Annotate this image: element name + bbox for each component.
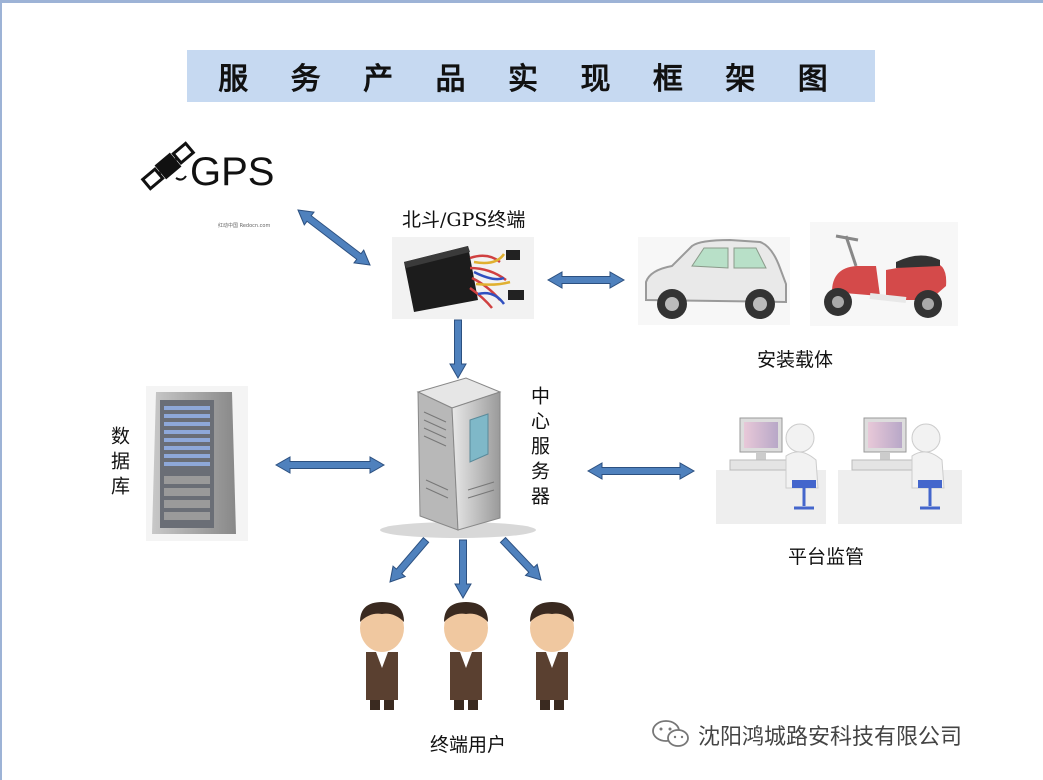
user-icon-2 — [444, 602, 488, 710]
company-watermark: 沈阳鸿城路安科技有限公司 — [698, 725, 963, 750]
terminal-label: 北斗/GPS终端 — [402, 209, 526, 231]
server-label: 中心服务器 — [528, 386, 550, 511]
arrow-terminal-server — [449, 319, 467, 380]
user-icon-1 — [360, 602, 404, 710]
workstation-icon-1 — [716, 417, 826, 524]
gps-terminal-device-icon — [392, 237, 534, 319]
arrow-server-user-1 — [389, 537, 430, 583]
arrow-server-user-2 — [454, 539, 472, 600]
arrow-gps-terminal — [297, 209, 371, 266]
gps-image-caption: 红动中国 Redocn.com — [218, 223, 271, 229]
workstation-icon-2 — [838, 417, 962, 524]
arrow-server-platform — [586, 462, 696, 480]
database-label: 数据库 — [108, 426, 130, 501]
slide-top-border — [0, 0, 1043, 3]
carriers-label: 安装载体 — [757, 349, 834, 371]
slide-left-border — [0, 0, 2, 780]
page-title: 服 务 产 品 实 现 框 架 图 — [218, 62, 844, 97]
arrow-database-server — [274, 456, 386, 474]
wechat-logo-icon — [652, 720, 689, 747]
arrow-terminal-carriers — [546, 271, 626, 289]
central-server-icon — [380, 377, 536, 538]
user-icon-3 — [530, 602, 574, 710]
gps-label: GPS — [190, 150, 275, 194]
platform-label: 平台监管 — [788, 546, 865, 568]
scooter-icon — [810, 222, 958, 326]
title-banner: 服 务 产 品 实 现 框 架 图 — [187, 50, 875, 102]
arrow-server-user-3 — [499, 536, 542, 581]
users-label: 终端用户 — [430, 734, 507, 756]
database-rack-icon — [146, 386, 248, 541]
satellite-icon — [140, 141, 196, 191]
car-icon — [638, 237, 790, 325]
connector-arrows — [274, 209, 696, 600]
